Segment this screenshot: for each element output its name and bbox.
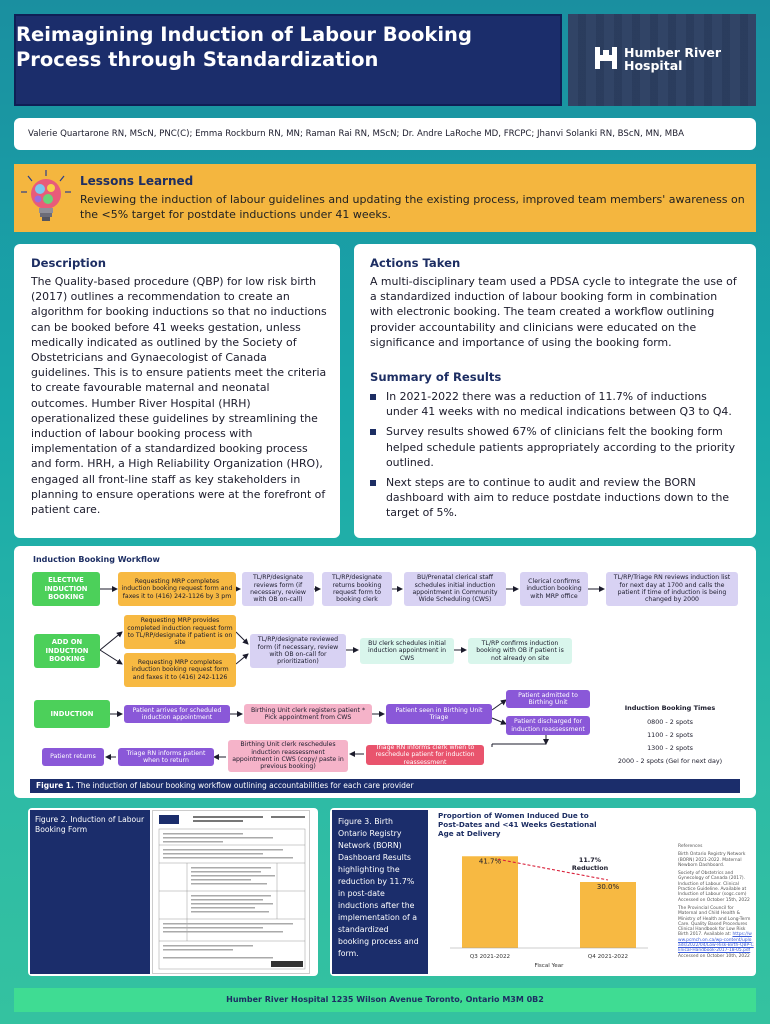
figure-1-text: The induction of labour booking workflow… — [76, 781, 414, 790]
workflow-step: TL/RP/designate returns booking request … — [322, 572, 392, 606]
title-banner — [14, 14, 562, 106]
workflow-step: Clerical confirms induction booking with… — [520, 572, 588, 606]
workflow-step: Patient returns — [42, 748, 104, 766]
actions-panel — [354, 244, 756, 538]
booking-time: 2000 - 2 spots (Gel for next day) — [617, 757, 723, 765]
workflow-step: TL/RP confirms induction booking with OB… — [468, 638, 572, 664]
chart-bar — [580, 882, 636, 948]
reference-link[interactable]: https://www.pcmch.on.ca/wp-content/uploa… — [678, 932, 754, 954]
workflow-step: BU clerk schedules initial induction app… — [360, 638, 454, 664]
reference-accessed: Accessed on October 10th, 2022 — [678, 953, 750, 959]
chart-bar — [462, 856, 518, 948]
induction-start: INDUCTION — [34, 700, 110, 728]
figure-1-caption: Figure 1. The induction of labour bookin… — [30, 779, 740, 793]
workflow-step: Requesting MRP provides completed induct… — [124, 615, 236, 649]
lessons-title: Lessons Learned — [80, 174, 194, 188]
logo-line-2: Hospital — [624, 58, 683, 73]
footer-address: Humber River Hospital 1235 Wilson Avenue… — [14, 988, 756, 1012]
logo-line-1: Humber River — [624, 45, 722, 60]
workflow-step: Requesting MRP completes induction booki… — [118, 572, 236, 606]
actions-text: A multi-disciplinary team used a PDSA cy… — [370, 275, 737, 349]
workflow-step: Birthing Unit clerk registers patient * … — [244, 704, 372, 724]
reference-text: The Provincial Council for Maternal and … — [678, 905, 751, 938]
workflow-step: Patient seen in Birthing Unit Triage — [386, 704, 492, 724]
hrh-logo-icon — [595, 47, 617, 69]
chart-value-label: 30.0% — [597, 883, 620, 891]
authors-line: Valerie Quartarone RN, MScN, PNC(C); Emm… — [14, 118, 756, 150]
figure-2-label: Figure 2. — [35, 815, 68, 824]
lightbulb-icon — [21, 170, 71, 221]
figure-3-caption: Figure 3. Birth Ontario Registry Network… — [332, 810, 428, 974]
figure-3-label: Figure 3. — [338, 817, 372, 826]
chart-tick-label: Q3 2021-2022 — [470, 954, 510, 960]
lessons-text: Reviewing the induction of labour guidel… — [80, 193, 745, 221]
references-heading: References — [678, 844, 703, 849]
hospital-logo-panel: Humber River Hospital — [568, 14, 756, 106]
chart-title-line-1: Proportion of Women Induced Due to — [438, 811, 589, 820]
actions-title: Actions Taken — [370, 256, 461, 270]
result-item: Next steps are to continue to audit and … — [370, 475, 742, 521]
figure-3-text: Birth Ontario Registry Network (BORN) Da… — [338, 817, 419, 958]
booking-time: 0800 - 2 spots — [647, 718, 693, 726]
description-panel — [14, 244, 340, 538]
description-title: Description — [31, 256, 106, 270]
workflow-step: TL/RP/Triage RN reviews induction list f… — [606, 572, 738, 606]
figure-2-text: Induction of Labour Booking Form — [35, 815, 145, 834]
workflow-step: TL/RP/designate reviews form (if necessa… — [242, 572, 314, 606]
reference-item: The Provincial Council for Maternal and … — [678, 906, 754, 959]
elective-induction-start: ELECTIVE INDUCTION BOOKING — [32, 572, 100, 606]
references: References Birth Ontario Registry Networ… — [678, 844, 754, 962]
form-thumbnail-drawing — [158, 815, 306, 970]
chart-value-label: 41.7% — [479, 857, 502, 865]
title-line-2: Process through Standardization — [16, 48, 379, 71]
chart-x-axis-label: Fiscal Year — [535, 963, 565, 969]
chart-title-line-3: Age at Delivery — [438, 829, 501, 838]
workflow-step: Triage RN informs patient when to return — [118, 748, 214, 766]
booking-time: 1300 - 2 spots — [647, 744, 693, 752]
workflow-title: Induction Booking Workflow — [33, 555, 160, 564]
add-on-induction-start: ADD ON INDUCTION BOOKING — [34, 634, 100, 668]
induction-booking-form-thumbnail — [152, 810, 310, 974]
workflow-step: Triage RN informs clerk when to reschedu… — [366, 744, 484, 766]
reference-item: Society of Obstetrics and Gynecology of … — [678, 871, 750, 903]
chart-title-line-2: Post-Dates and <41 Weeks Gestational — [438, 820, 597, 829]
workflow-step: Birthing Unit clerk reschedules inductio… — [228, 740, 348, 772]
description-text: The Quality-based procedure (QBP) for lo… — [31, 275, 327, 517]
results-list: In 2021-2022 there was a reduction of 11… — [370, 389, 742, 526]
chart-annotation-value: 11.7% — [579, 856, 602, 864]
figure-2-caption: Figure 2. Induction of Labour Booking Fo… — [30, 810, 150, 974]
lessons-learned-banner — [14, 164, 756, 232]
reference-item: Birth Ontario Registry Network (BORN) 20… — [678, 852, 746, 868]
result-item: In 2021-2022 there was a reduction of 11… — [370, 389, 742, 419]
chart-trend-line — [497, 858, 609, 881]
workflow-step: Patient admitted to Birthing Unit — [506, 690, 590, 708]
chart-tick-label: Q4 2021-2022 — [588, 954, 628, 960]
result-item: Survey results showed 67% of clinicians … — [370, 424, 742, 470]
hospital-logo-text: Humber River Hospital — [624, 46, 721, 72]
workflow-step: Patient arrives for scheduled induction … — [124, 705, 230, 723]
booking-time: 1100 - 2 spots — [647, 731, 693, 739]
figure-1-label: Figure 1. — [36, 781, 74, 790]
booking-times-title: Induction Booking Times — [624, 704, 716, 712]
workflow-step: Requesting MRP completes induction booki… — [124, 653, 236, 687]
results-title: Summary of Results — [370, 370, 502, 384]
title-line-1: Reimagining Induction of Labour Booking — [16, 23, 472, 46]
poster-title: Reimagining Induction of Labour Booking … — [16, 22, 536, 72]
workflow-step: TL/RP/designate reviewed form (if necess… — [250, 634, 346, 668]
results-bar-chart: Proportion of Women Induced Due to Post-… — [438, 811, 648, 969]
chart-annotation-label: Reduction — [572, 864, 609, 872]
workflow-step: BU/Prenatal clerical staff schedules ini… — [404, 572, 506, 606]
workflow-step: Patient discharged for induction reasses… — [506, 716, 590, 735]
